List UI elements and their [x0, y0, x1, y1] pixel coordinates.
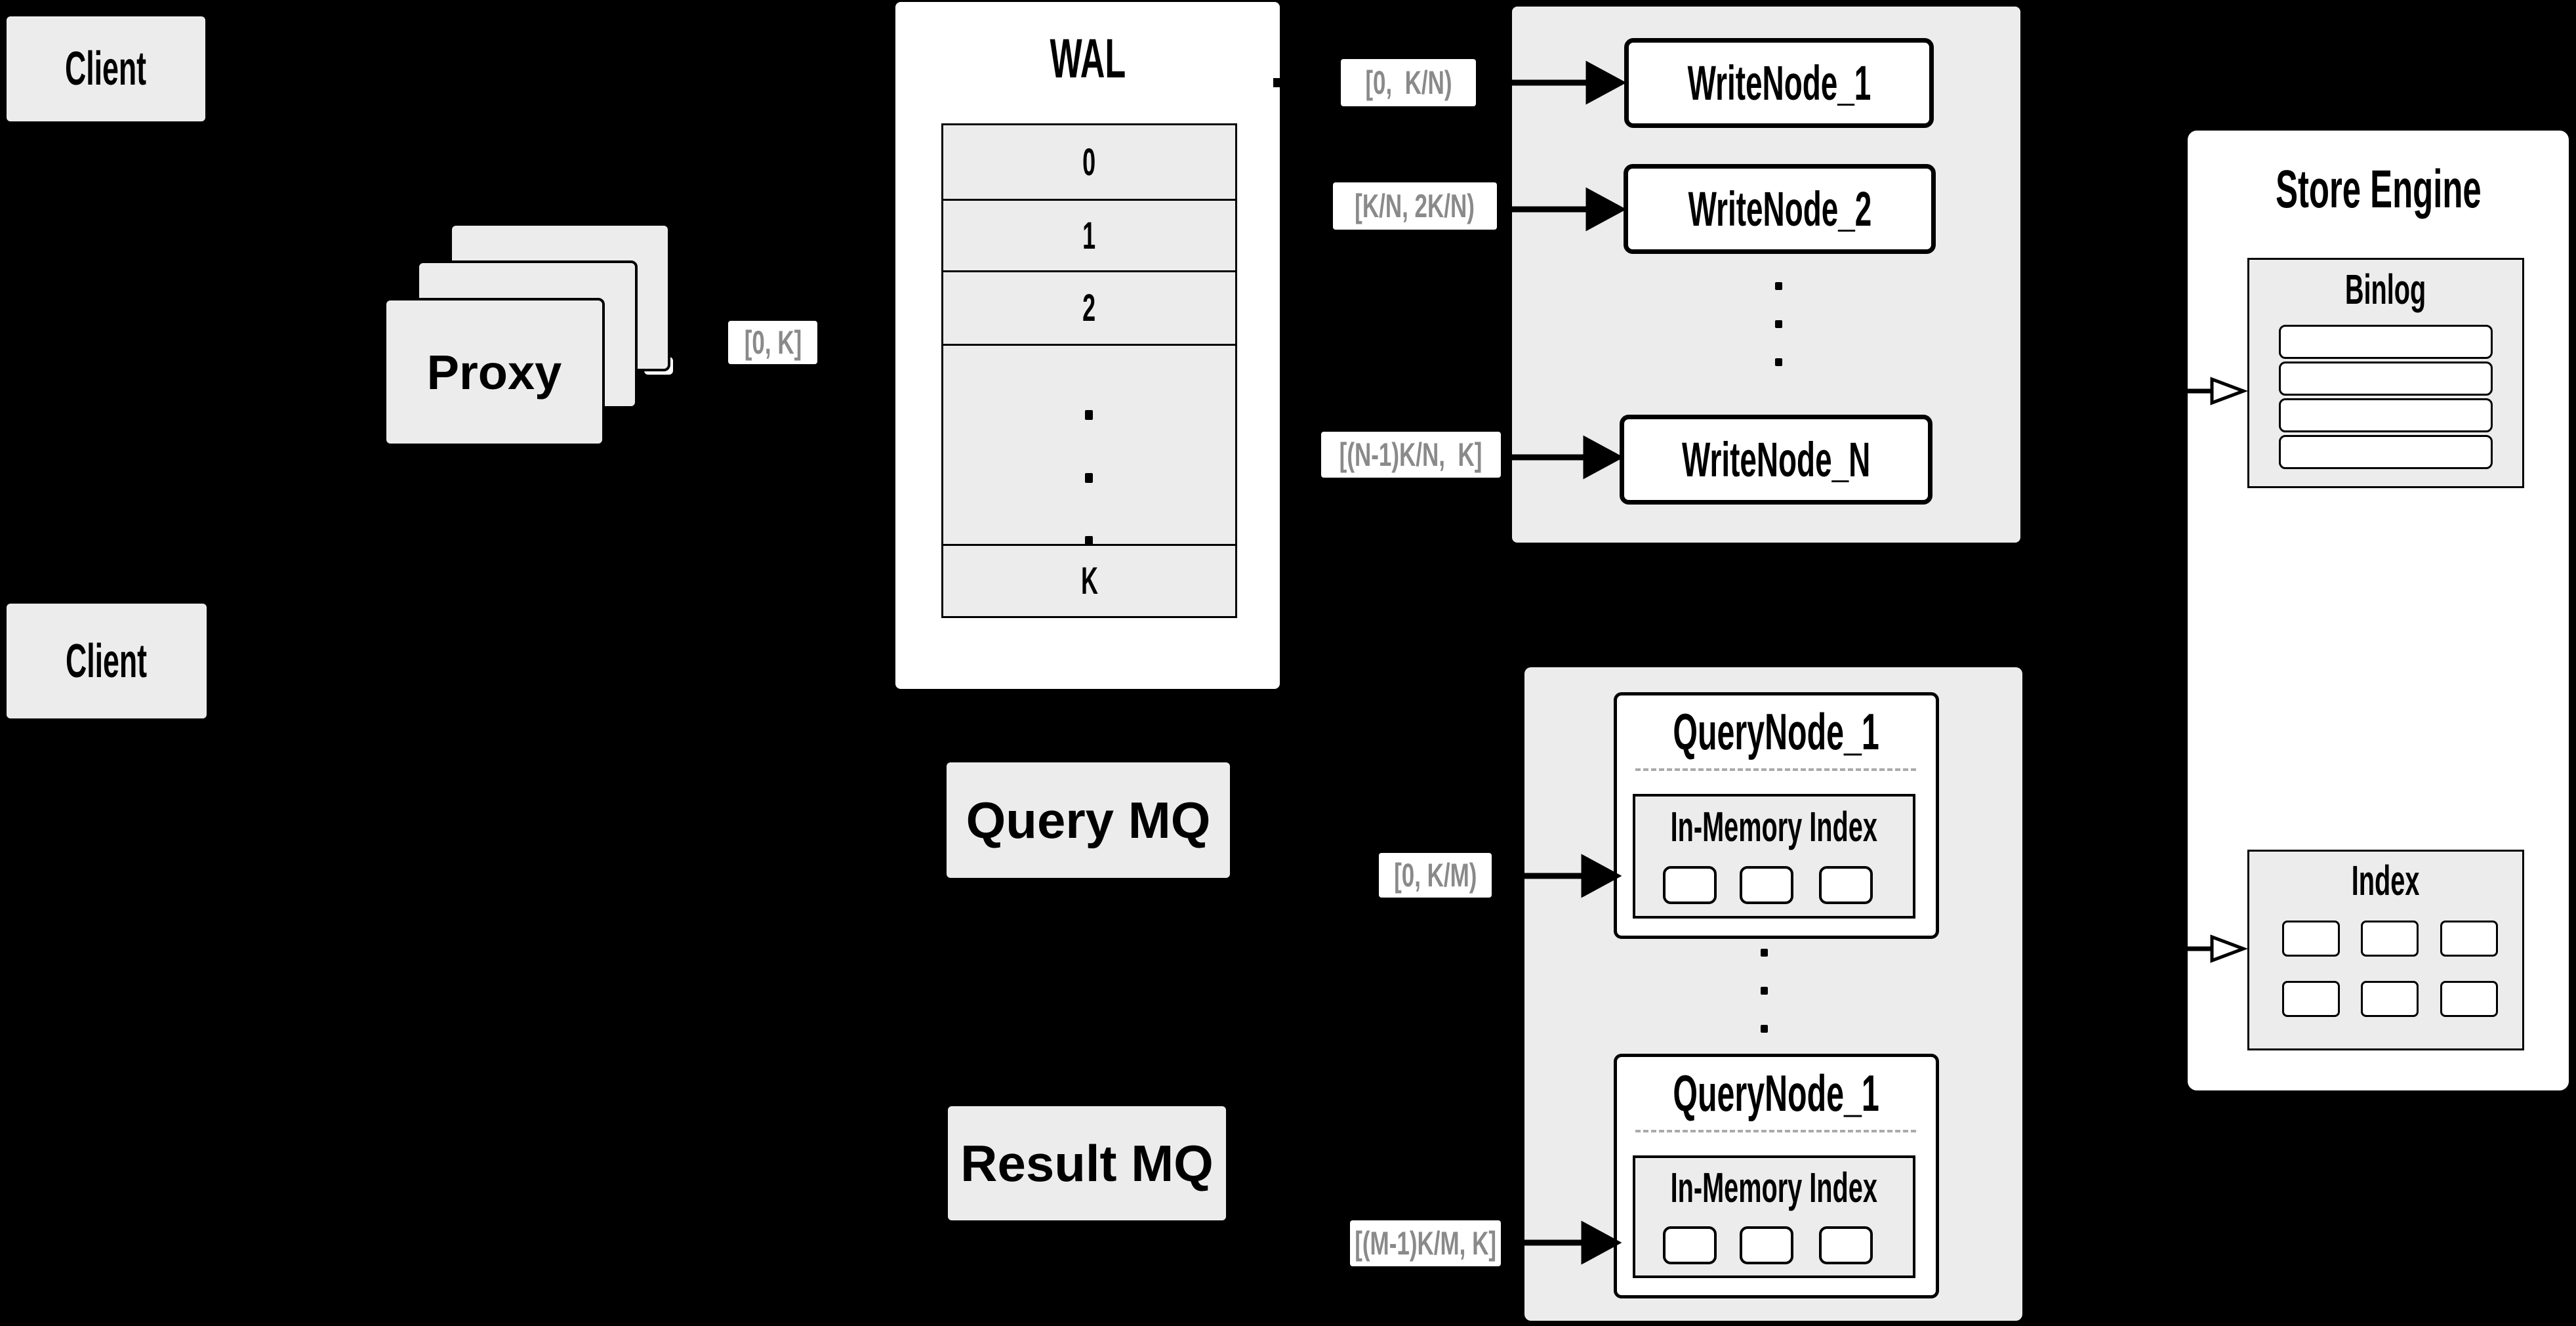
binlog-row — [2279, 398, 2493, 432]
ellipsis-dot — [1775, 282, 1782, 290]
index-cell — [2282, 981, 2340, 1017]
segment-cell — [1819, 866, 1873, 904]
client-bottom-label: Client — [66, 634, 148, 688]
query-mq-label: Query MQ — [966, 791, 1211, 849]
dashed-divider — [1635, 1130, 1916, 1132]
binlog-row — [2279, 435, 2493, 469]
in-memory-index-top: In-Memory Index — [1633, 794, 1915, 919]
segment-cell — [1819, 1226, 1873, 1264]
binlog-row — [2279, 362, 2493, 396]
index-cell — [2361, 981, 2419, 1017]
proxy-card-front: Proxy — [384, 298, 605, 446]
ellipsis-dot — [1085, 410, 1093, 420]
ellipsis-dot — [1775, 358, 1782, 366]
result-mq-box: Result MQ — [948, 1106, 1226, 1220]
wal-row-1: 1 — [941, 199, 1237, 272]
write-node-2: WriteNode_2 — [1624, 164, 1936, 254]
index-cell — [2282, 921, 2340, 957]
result-mq-label: Result MQ — [960, 1134, 1214, 1192]
wal-row-ellipsis — [941, 344, 1237, 546]
range-label-proxy-wal: [0, K] — [728, 321, 817, 364]
range-label-write-n: [(N-1)K/N, K] — [1321, 432, 1501, 478]
wal-row-0: 0 — [941, 123, 1237, 201]
ellipsis-dot — [1775, 320, 1782, 328]
segment-cell — [1663, 866, 1717, 904]
segment-cell — [1740, 1226, 1793, 1264]
index-title: Index — [2352, 857, 2420, 904]
client-top-label: Client — [65, 43, 147, 95]
binlog-box: Binlog — [2247, 258, 2524, 488]
wal-title: WAL — [1050, 27, 1126, 89]
ellipsis-dot — [1761, 949, 1768, 957]
wal-row-2: 2 — [941, 270, 1237, 346]
in-memory-index-top-title: In-Memory Index — [1670, 803, 1878, 850]
binlog-title: Binlog — [2345, 266, 2426, 313]
query-nodes-panel: QueryNode_1 In-Memory Index QueryNode_1 — [1524, 667, 2022, 1321]
write-node-n: WriteNode_N — [1620, 415, 1932, 505]
ellipsis-dot — [1761, 987, 1768, 995]
in-memory-index-bottom: In-Memory Index — [1633, 1155, 1915, 1278]
proxy-label: Proxy — [426, 344, 562, 400]
wal-table: 0 1 2 K — [941, 123, 1237, 618]
binlog-row — [2279, 325, 2493, 359]
index-box: Index — [2247, 850, 2524, 1050]
wal-row-k: K — [941, 544, 1237, 618]
range-label-write-1: [0, K/N) — [1341, 59, 1476, 106]
index-cell — [2361, 921, 2419, 957]
write-nodes-panel: WriteNode_1 WriteNode_2 WriteNode_N — [1512, 7, 2020, 543]
query-node-top: QueryNode_1 In-Memory Index — [1614, 692, 1939, 939]
range-label-query-1: [0, K/M) — [1379, 853, 1492, 898]
segment-cell — [1663, 1226, 1717, 1264]
dashed-divider — [1635, 768, 1916, 771]
range-label-query-m: [(M-1)K/M, K] — [1350, 1220, 1501, 1266]
range-label-write-2: [K/N, 2K/N) — [1333, 182, 1497, 230]
query-mq-box: Query MQ — [947, 762, 1230, 878]
store-engine-title: Store Engine — [2275, 159, 2482, 219]
ellipsis-dot — [1085, 536, 1093, 546]
write-node-1: WriteNode_1 — [1624, 38, 1934, 128]
segment-cell — [1740, 866, 1793, 904]
index-cell — [2440, 981, 2498, 1017]
client-bottom-box: Client — [7, 604, 207, 718]
wal-box: WAL 0 1 2 K — [895, 2, 1280, 689]
client-top-box: Client — [7, 16, 205, 121]
query-node-bottom-title: QueryNode_1 — [1673, 1064, 1880, 1122]
query-node-bottom: QueryNode_1 In-Memory Index — [1614, 1054, 1939, 1298]
ellipsis-dot — [1085, 473, 1093, 483]
ellipsis-dot — [1761, 1025, 1768, 1033]
index-cell — [2440, 921, 2498, 957]
store-engine-box: Store Engine Binlog Index — [2185, 128, 2571, 1093]
query-node-top-title: QueryNode_1 — [1673, 702, 1880, 760]
in-memory-index-bottom-title: In-Memory Index — [1670, 1164, 1878, 1211]
